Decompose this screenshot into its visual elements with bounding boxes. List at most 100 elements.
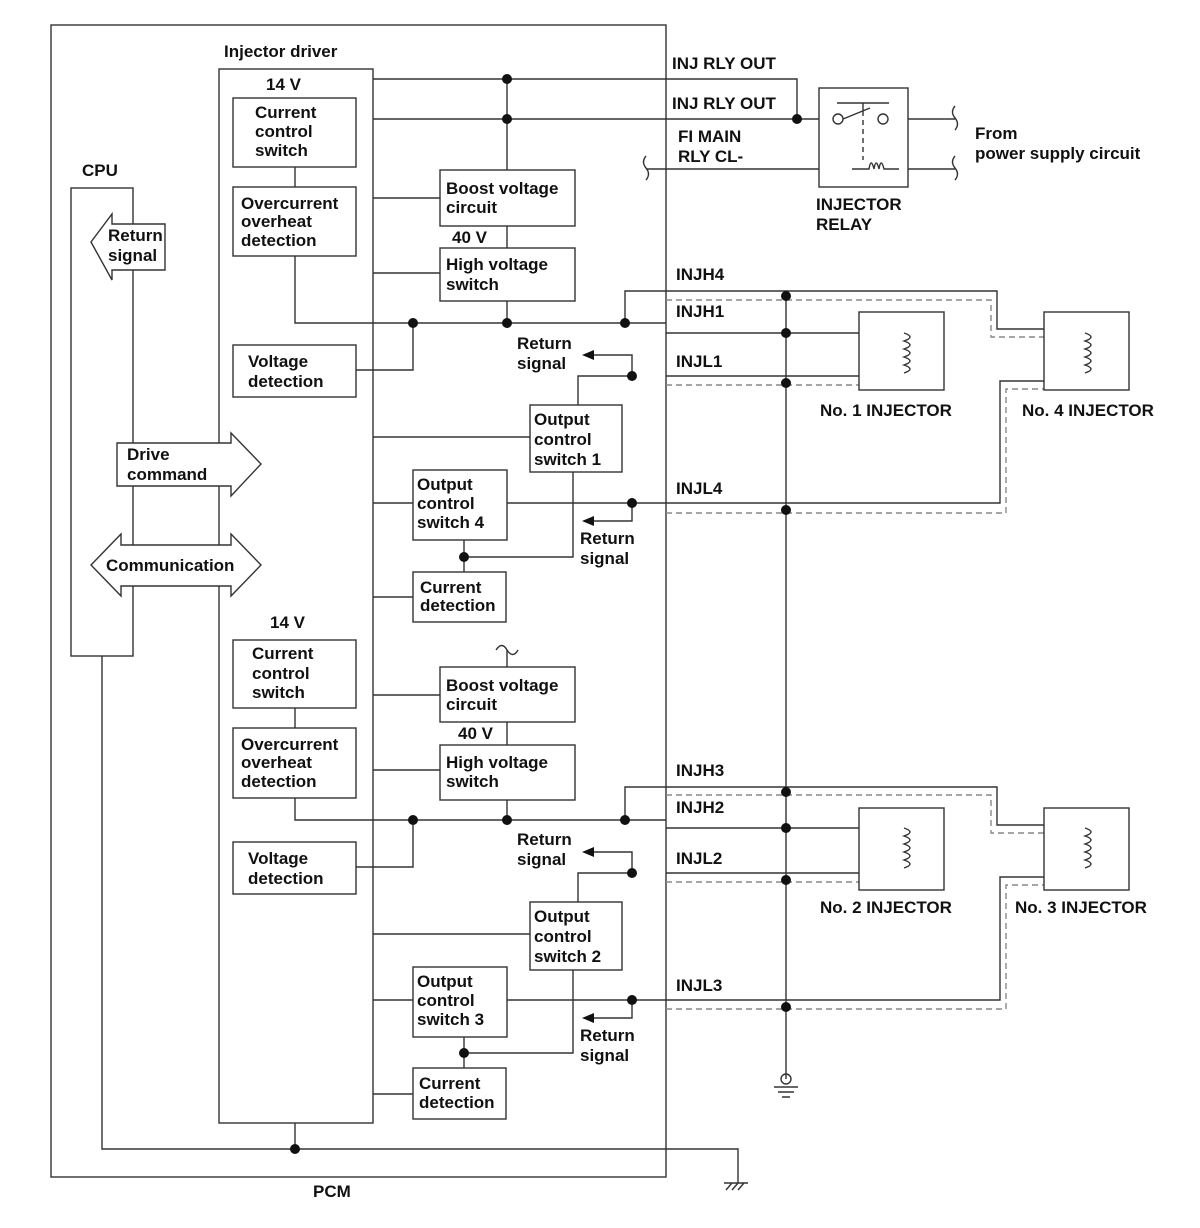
from-power-label-2: power supply circuit	[975, 144, 1141, 163]
drive-command-arrow	[116, 431, 262, 498]
wire-injh4: INJH4	[676, 265, 725, 284]
output-control-switch-3-box	[412, 966, 508, 1038]
shield-dashes	[666, 299, 1044, 1010]
overcurrent-detection-bottom-box	[232, 727, 357, 799]
injector-1-label: No. 1 INJECTOR	[820, 401, 952, 420]
hv-bottom-line1: High voltage	[446, 753, 548, 772]
injector-3	[1043, 807, 1130, 891]
return-arrow-tips	[582, 350, 594, 1023]
ccs-top-line1: Current	[255, 103, 317, 122]
wire-injh1: INJH1	[676, 302, 724, 321]
vd-top-line1: Voltage	[248, 352, 308, 371]
return-signal-1-line2: signal	[517, 354, 566, 373]
boost-top-line2: circuit	[446, 198, 497, 217]
boost-bottom-line2: circuit	[446, 695, 497, 714]
injector-4	[1043, 311, 1130, 391]
ccs-top-line2: control	[255, 122, 313, 141]
pcm-label: PCM	[313, 1182, 351, 1201]
ood-bottom-line2: overheat	[241, 753, 312, 772]
ocs3-line2: control	[417, 991, 475, 1010]
ood-bottom-line3: detection	[241, 772, 317, 791]
vd-bottom-line1: Voltage	[248, 849, 308, 868]
boost-voltage-top-box	[439, 169, 576, 227]
voltage-detection-top-box	[232, 344, 357, 398]
vd-top-line2: detection	[248, 372, 324, 391]
cpu-return-signal-line2: signal	[108, 246, 157, 265]
ocs2-line3: switch 2	[534, 947, 601, 966]
inj-rly-out-label-2: INJ RLY OUT	[672, 94, 777, 113]
ocs2-line2: control	[534, 927, 592, 946]
voltage-40v-bottom: 40 V	[458, 724, 494, 743]
boost-top-line1: Boost voltage	[446, 179, 558, 198]
ocs3-line1: Output	[417, 972, 473, 991]
ocs4-line1: Output	[417, 475, 473, 494]
current-detection-bottom-box	[412, 1067, 507, 1120]
wiring-top	[294, 78, 1044, 598]
wire-injh2: INJH2	[676, 798, 724, 817]
cd-top-line2: detection	[420, 596, 496, 615]
ocs4-line2: control	[417, 494, 475, 513]
voltage-14v-top: 14 V	[266, 75, 302, 94]
vd-bottom-line2: detection	[248, 869, 324, 888]
ocs1-line2: control	[534, 430, 592, 449]
return-signal-3-line1: Return	[580, 1026, 635, 1045]
voltage-detection-bottom-box	[232, 841, 357, 895]
shield-ground	[774, 292, 798, 1098]
fi-main-label-1: FI MAIN	[678, 127, 741, 146]
communication-arrow	[90, 532, 262, 598]
ood-top-line3: detection	[241, 231, 317, 250]
inj-rly-out-label-1: INJ RLY OUT	[672, 54, 777, 73]
wire-injh3: INJH3	[676, 761, 724, 780]
drive-command-line1: Drive	[127, 445, 170, 464]
ocs2-line1: Output	[534, 907, 590, 926]
wire-injl4: INJL4	[676, 479, 723, 498]
cpu-return-signal-line1: Return	[108, 226, 163, 245]
ocs1-line3: switch 1	[534, 450, 601, 469]
communication-label: Communication	[106, 556, 234, 575]
ccs-bottom-line3: switch	[252, 683, 305, 702]
injector-1	[858, 311, 945, 391]
hv-bottom-line2: switch	[446, 772, 499, 791]
output-control-switch-2-box	[529, 901, 623, 971]
return-signal-2-line1: Return	[517, 830, 572, 849]
injector-relay-label-1: INJECTOR	[816, 195, 902, 214]
overcurrent-detection-top-box	[232, 186, 357, 257]
injector-3-label: No. 3 INJECTOR	[1015, 898, 1147, 917]
from-power-label-1: From	[975, 124, 1018, 143]
ocs3-line3: switch 3	[417, 1010, 484, 1029]
high-voltage-switch-top-box	[439, 247, 576, 302]
current-detection-top-box	[412, 571, 507, 623]
wire-injl2: INJL2	[676, 849, 722, 868]
injector-2	[858, 807, 945, 891]
injector-4-label: No. 4 INJECTOR	[1022, 401, 1154, 420]
injector-2-label: No. 2 INJECTOR	[820, 898, 952, 917]
drive-command-line2: command	[127, 465, 207, 484]
output-control-switch-4-box	[412, 469, 508, 541]
fi-main-label-2: RLY CL-	[678, 147, 743, 166]
current-control-switch-top-box	[232, 97, 357, 168]
high-voltage-switch-bottom-box	[439, 744, 576, 801]
pcm-frame	[50, 24, 667, 1178]
wiring-bottom	[294, 644, 1044, 1095]
injector-driver-label: Injector driver	[224, 42, 338, 61]
junction-dots	[290, 74, 802, 1154]
return-signal-arrow	[90, 211, 166, 281]
return-signal-2-line2: signal	[517, 850, 566, 869]
injector-relay	[818, 87, 909, 188]
return-signal-4-line1: Return	[580, 529, 635, 548]
boost-voltage-bottom-box	[439, 666, 576, 723]
wire-injl3: INJL3	[676, 976, 722, 995]
output-control-switch-1-box	[529, 404, 623, 473]
return-signal-3-line2: signal	[580, 1046, 629, 1065]
injector-driver-frame	[218, 68, 374, 1124]
cpu-label: CPU	[82, 161, 118, 180]
wire-injl1: INJL1	[676, 352, 722, 371]
hv-top-line2: switch	[446, 275, 499, 294]
boost-bottom-line1: Boost voltage	[446, 676, 558, 695]
ood-top-line1: Overcurrent	[241, 194, 339, 213]
ood-top-line2: overheat	[241, 212, 312, 231]
voltage-40v-top: 40 V	[452, 228, 488, 247]
ocs4-line3: switch 4	[417, 513, 485, 532]
cd-bottom-line1: Current	[419, 1074, 481, 1093]
